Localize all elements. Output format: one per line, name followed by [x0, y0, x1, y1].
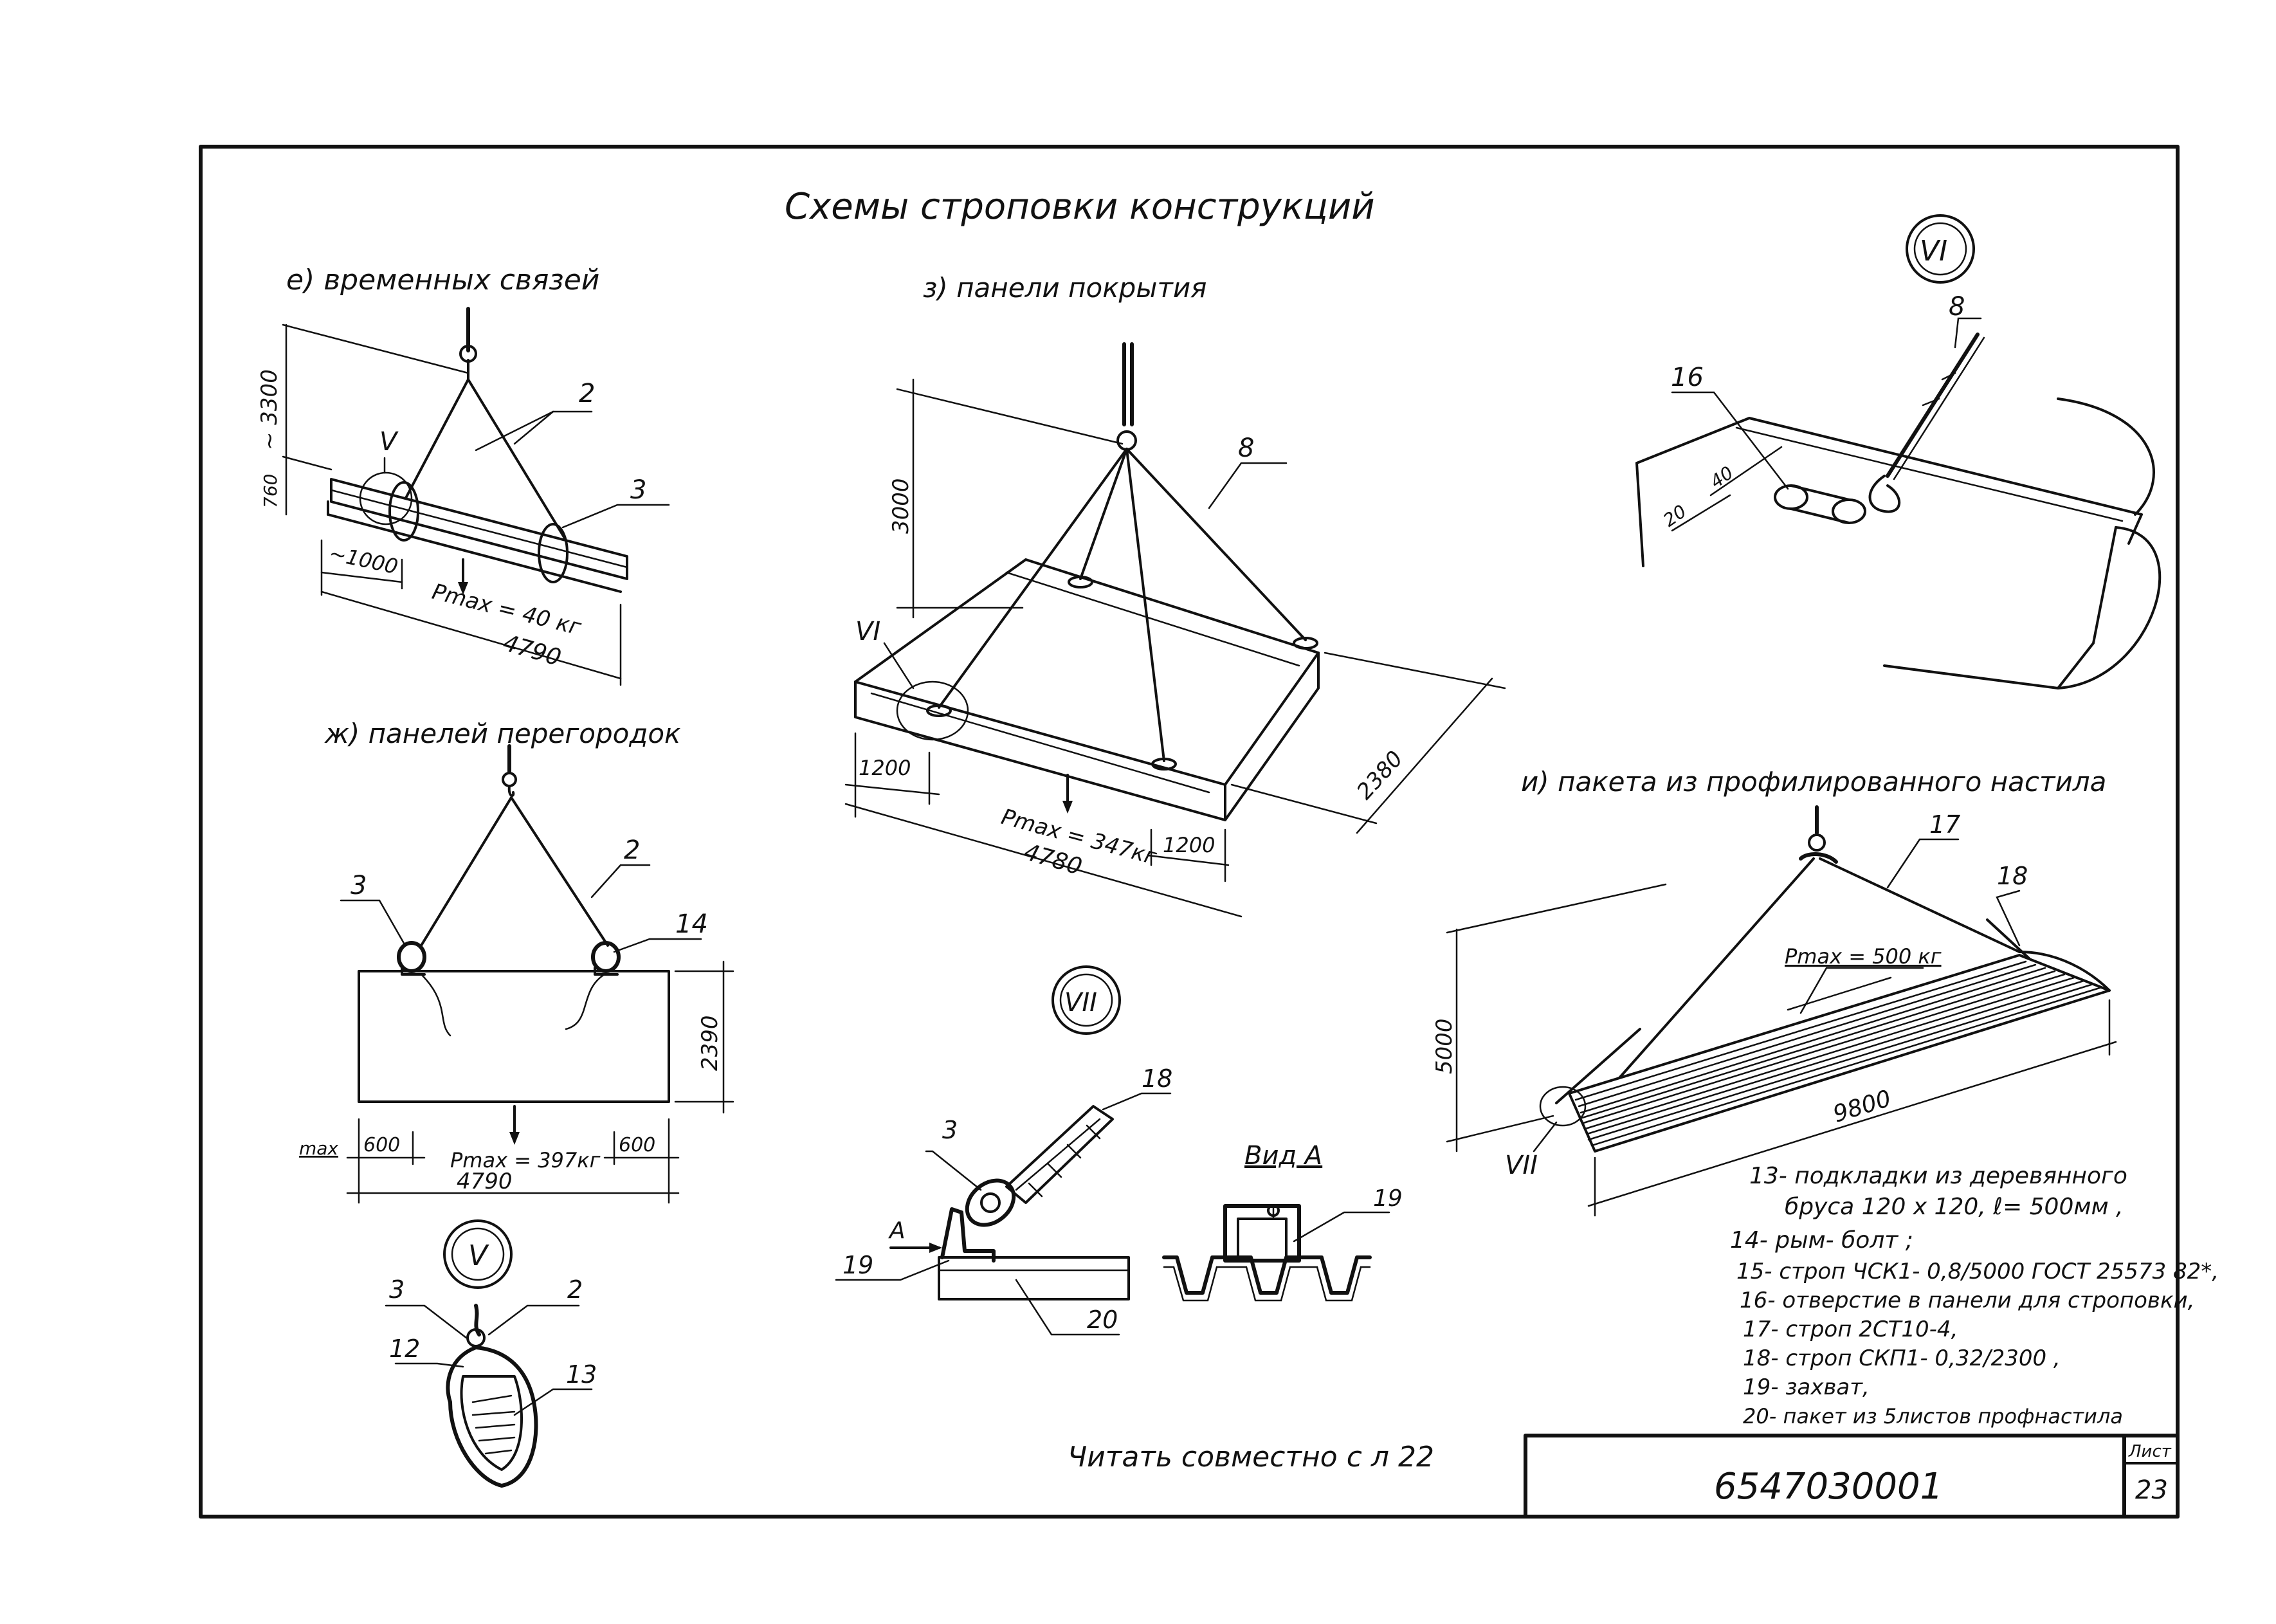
partition-panel — [358, 970, 670, 1103]
detail-vi-dim-40: 40 — [1706, 462, 1737, 492]
item-14-zh: 14 — [675, 909, 708, 939]
detail-vi-item-16: 16 — [1671, 363, 1704, 392]
dim-right-zh: 600 — [619, 1134, 655, 1156]
section-e-temporary-ties: е) временных связей V 2 3 ~ 3300 760 — [257, 264, 670, 686]
section-zh-label: ж) панелей перегородок — [324, 718, 681, 749]
detail-vi-item-8: 8 — [1949, 292, 1965, 322]
roof-panel-top — [854, 558, 1320, 786]
title-block: 6547030001 Лист 23 — [1524, 1434, 2180, 1519]
dim-width-z: 2380 — [1352, 746, 1408, 805]
view-a-label: Вид А — [1244, 1141, 1322, 1171]
detail-vii-item-19: 19 — [842, 1251, 873, 1279]
detail-vi-sling — [1886, 333, 1980, 478]
dim-length-e: 4790 — [500, 630, 564, 671]
section-e-label: е) временных связей — [286, 264, 599, 297]
sheet-number: 23 — [2135, 1475, 2168, 1505]
item-17-i: 17 — [1929, 810, 1960, 839]
dim-small-e: 760 — [260, 474, 281, 508]
item-18-i: 18 — [1997, 862, 2028, 890]
sling-left — [403, 378, 469, 503]
item-2-label: 2 — [579, 379, 595, 408]
dim-offset-e: ~1000 — [327, 541, 400, 579]
detail-vii: VII 18 3 19 20 A Вид А 19 — [835, 965, 1403, 1336]
view-a-item-19: 19 — [1373, 1185, 1403, 1212]
legend-line-1: 13- подкладки из деревянного — [1749, 1163, 2127, 1189]
detail-vii-item-3: 3 — [942, 1116, 958, 1144]
section-i-deck-package: и) пакета из профилированного настила VI… — [1432, 766, 2117, 1217]
dim-left-zh: 600 — [363, 1134, 400, 1156]
legend-line-5: 16- отверстие в панели для строповки, — [1740, 1288, 2194, 1313]
dim-max-zh: max — [299, 1138, 338, 1159]
note-read-with: Читать совместно с л 22 — [1068, 1441, 1434, 1473]
legend: 13- подкладки из деревянного бруса 120 х… — [1730, 1163, 2219, 1428]
section-i-label: и) пакета из профилированного настила — [1521, 766, 2106, 798]
detail-vii-arrow-label: A — [888, 1218, 906, 1244]
item-3-zh: 3 — [351, 871, 367, 900]
item-2-zh: 2 — [624, 835, 640, 865]
sling-right-zh — [510, 796, 609, 947]
detail-vi-slab-top — [1635, 417, 2143, 545]
sling-left-zh — [420, 796, 513, 947]
callout-circle-v — [359, 471, 413, 525]
sheet-label: Лист — [2128, 1442, 2172, 1461]
drawing-code: 6547030001 — [1714, 1466, 1943, 1508]
dim-right-z: 1200 — [1163, 833, 1215, 857]
detail-v-item-2: 2 — [567, 1275, 583, 1304]
load-i: Pmax = 500 кг — [1785, 944, 1942, 969]
callout-vii-label: VII — [1505, 1151, 1538, 1180]
detail-vii-item-20: 20 — [1087, 1306, 1118, 1334]
dim-length-zh: 4790 — [457, 1169, 513, 1194]
legend-line-6: 17- строп 2СТ10-4, — [1743, 1317, 1958, 1342]
detail-v-roman: V — [468, 1239, 489, 1272]
sling-17-right — [1819, 857, 2021, 953]
item-8-label: 8 — [1238, 433, 1254, 463]
callout-circle-vi — [896, 680, 969, 741]
detail-vi-roman: VI — [1920, 235, 1947, 268]
legend-line-9: 20- пакет из 5листов профнастила — [1743, 1404, 2123, 1428]
legend-line-4: 15- строп ЧСК1- 0,8/5000 ГОСТ 25573 82*, — [1736, 1259, 2219, 1284]
dim-left-z: 1200 — [859, 756, 911, 780]
detail-v-item-13: 13 — [566, 1360, 597, 1389]
title-block-frame — [1524, 1434, 2180, 1519]
legend-line-3: 14- рым- болт ; — [1730, 1227, 1913, 1254]
dim-height-i: 5000 — [1432, 1018, 1457, 1074]
detail-vi: VI 8 16 40 20 — [1635, 214, 2162, 689]
detail-vii-circle-outer — [1052, 965, 1121, 1035]
legend-line-7: 18- строп СКП1- 0,32/2300 , — [1743, 1346, 2061, 1371]
legend-line-8: 19- захват, — [1743, 1374, 1870, 1400]
detail-v-loop — [446, 1346, 538, 1488]
section-z-label: з) панели покрытия — [923, 272, 1206, 304]
detail-vi-dim-20: 20 — [1659, 500, 1690, 531]
callout-vi-label: VI — [855, 617, 880, 646]
item-3-label: 3 — [630, 475, 646, 505]
detail-vii-item-18: 18 — [1142, 1064, 1172, 1093]
dim-height-z: 3000 — [888, 478, 914, 534]
sheet-frame — [199, 145, 2180, 1519]
detail-v-item-12: 12 — [389, 1335, 420, 1363]
detail-vi-circle-outer — [1906, 214, 1975, 284]
detail-vii-roman: VII — [1064, 988, 1097, 1017]
load-zh: Pmax = 397кг — [450, 1148, 601, 1172]
detail-v-item-3: 3 — [389, 1275, 405, 1304]
section-z-roof-panel: з) панели покрытия 8 VI 3000 — [844, 272, 1506, 918]
dim-height-zh: 2390 — [697, 1015, 723, 1071]
drawing-title: Схемы строповки конструкций — [785, 186, 1375, 228]
callout-v-label: V — [379, 427, 399, 457]
dim-height-e: ~ 3300 — [257, 369, 282, 450]
detail-v-circle-outer — [443, 1219, 513, 1289]
section-zh-partition-panels: ж) панелей перегородок 2 3 14 2390 max 6… — [299, 718, 734, 1204]
legend-line-2: бруса 120 х 120, ℓ= 500мм , — [1785, 1194, 2124, 1220]
sling-right — [467, 378, 567, 542]
detail-v: V 3 2 12 13 — [385, 1219, 597, 1488]
sling-17-left — [1587, 857, 1815, 1114]
